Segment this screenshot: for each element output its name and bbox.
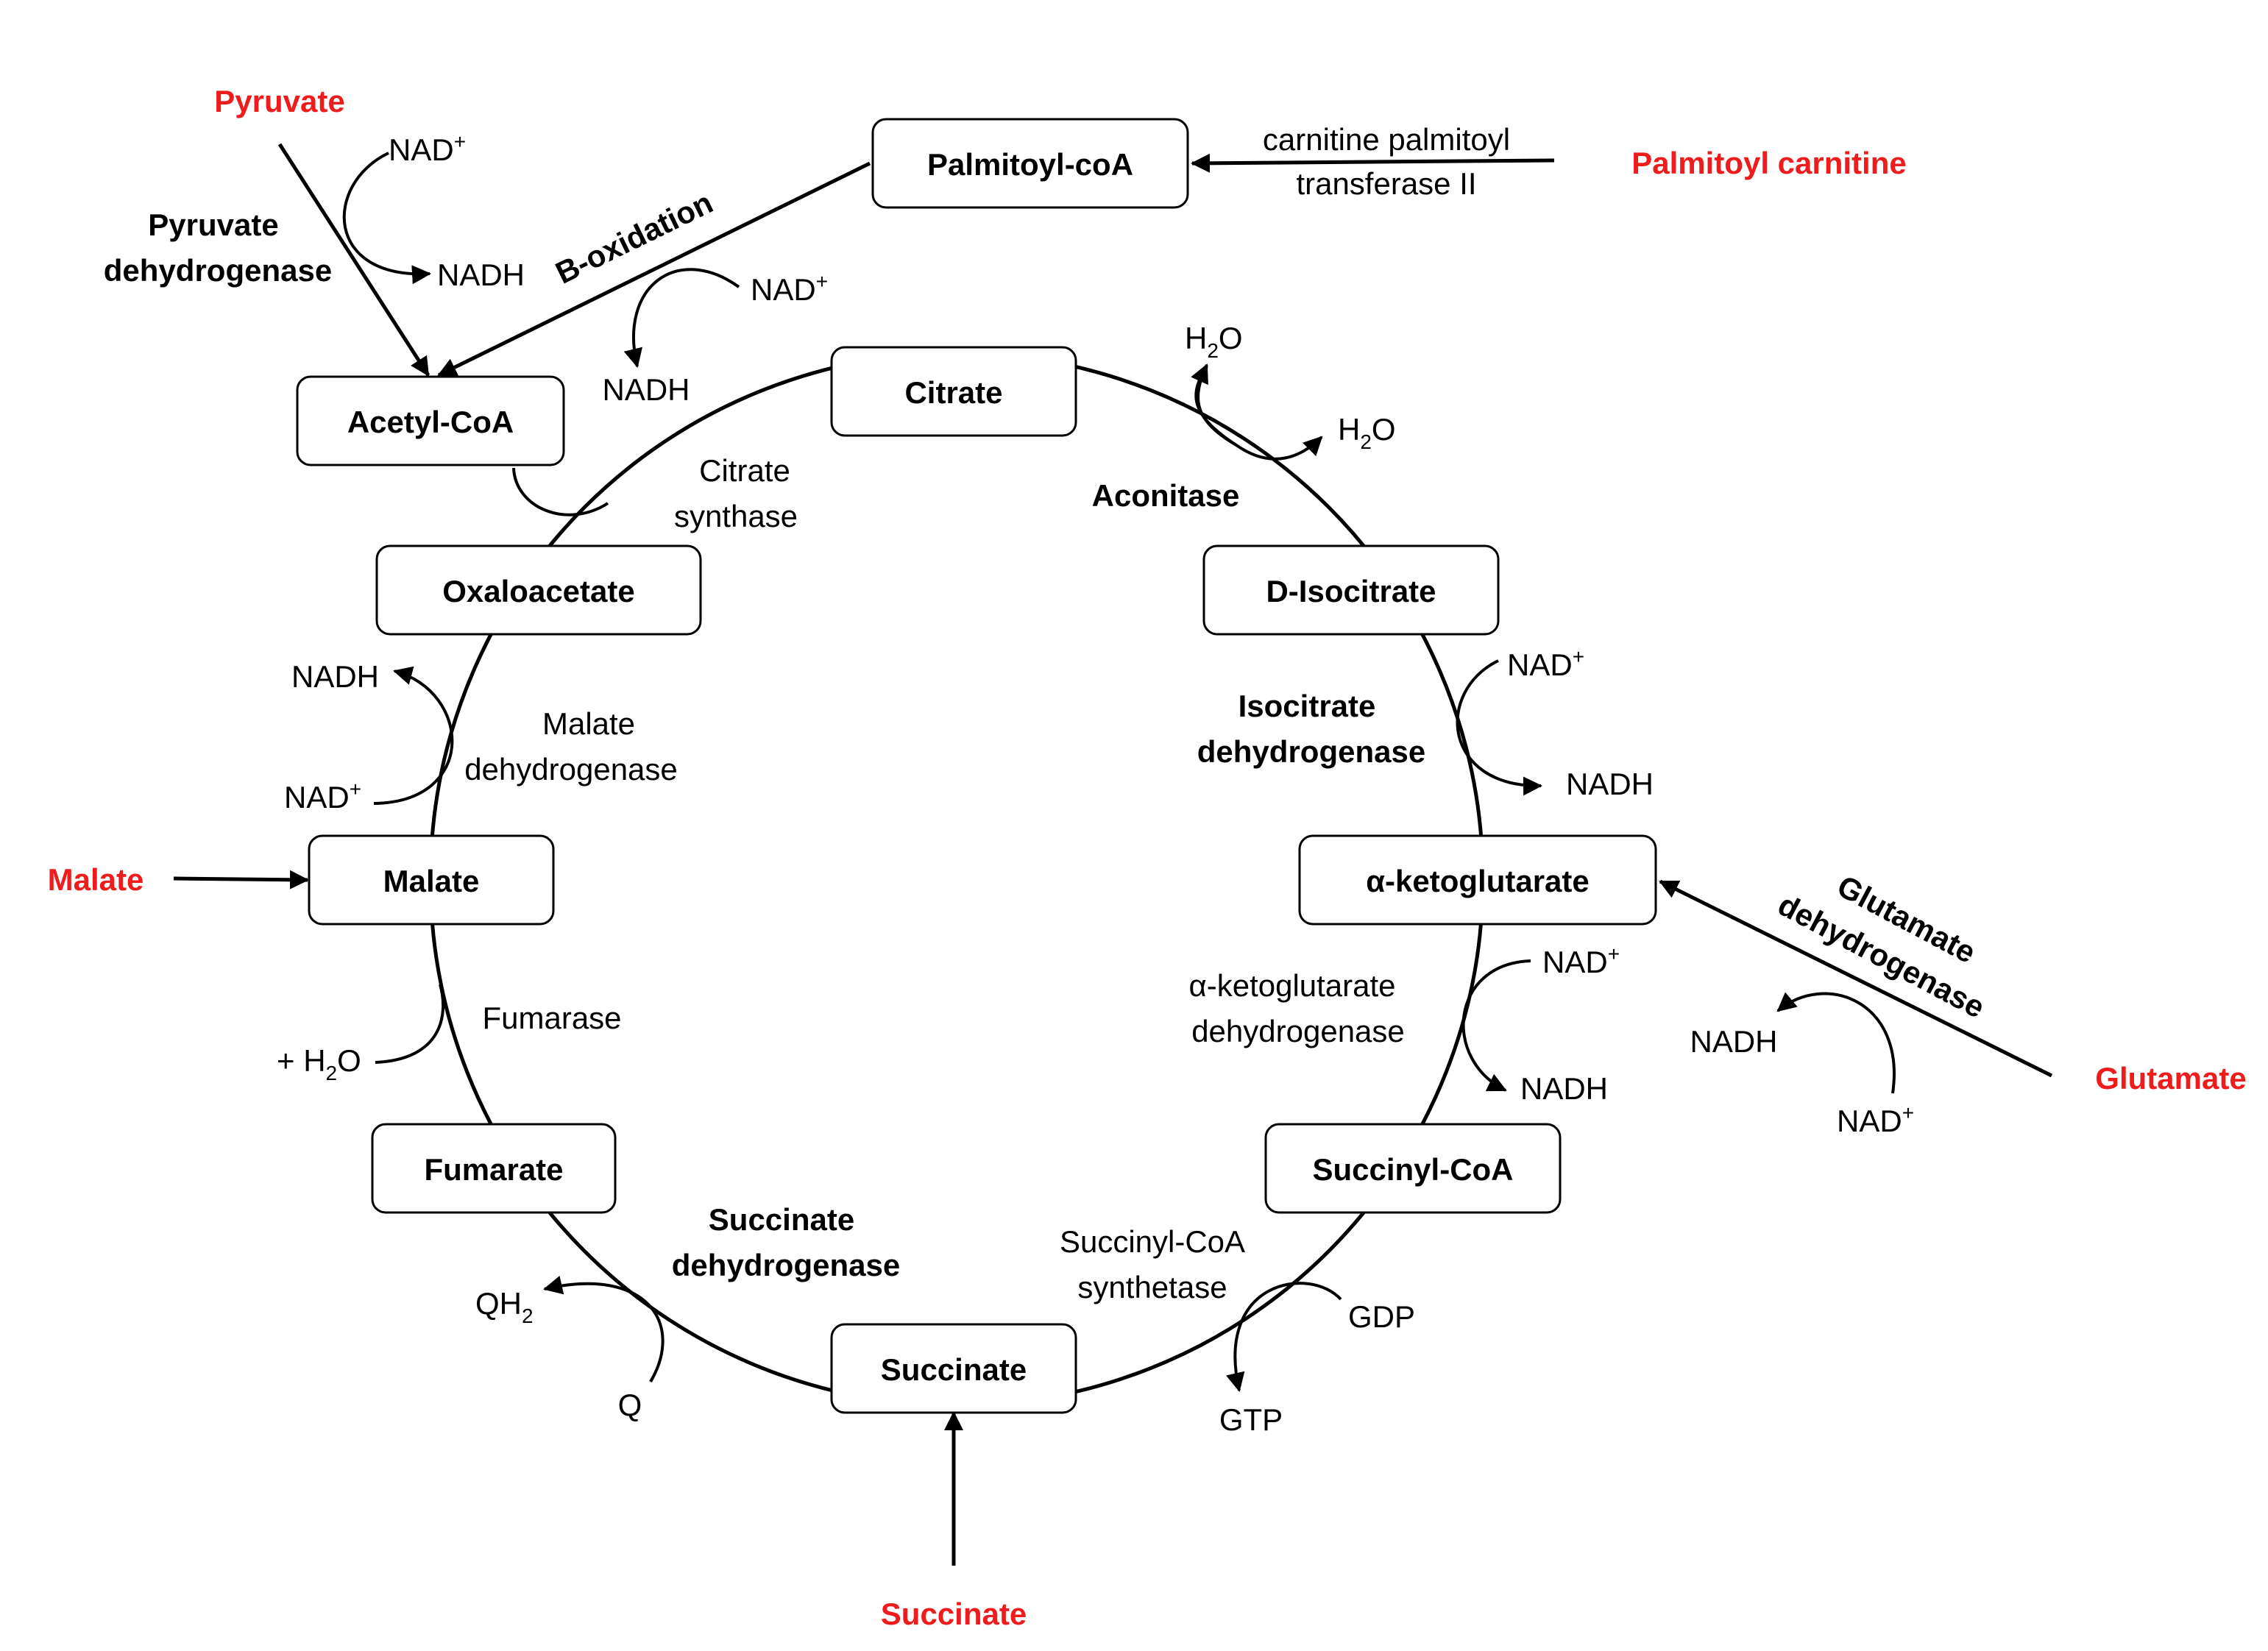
b-oxidation-label: B-oxidation [550,185,718,291]
succinate-dh-q: Q [618,1388,642,1422]
pyruvate-dh-label-line2: dehydrogenase [104,253,332,288]
malate-dh-nadh: NADH [291,659,379,694]
succinyl-coa-label: Succinyl-CoA [1312,1152,1513,1187]
akg-dh-label-line1: α-ketoglutarate [1188,968,1395,1003]
pyruvate-arrow [277,143,430,377]
fumarase-label: Fumarase [482,1001,621,1035]
glutamate-dh-nad: NAD+ [1837,1101,1914,1138]
pyruvate-dh-nadh: NADH [437,258,525,292]
succinate-box: Succinate [830,1323,1077,1414]
palmitoyl-carnitine-input-label: Palmitoyl carnitine [1631,146,1906,180]
aconitase-label: Aconitase [1092,478,1240,513]
cpt2-label-line1: carnitine palmitoyl [1263,122,1510,157]
oxaloacetate-box: Oxaloacetate [375,544,702,636]
aconitase-water-arc [1194,365,1322,461]
succinate-label: Succinate [881,1352,1027,1387]
succinyl-coa-synth-arc [1226,1282,1342,1392]
b-oxidation-nad: NAD+ [751,270,828,307]
citrate-label: Citrate [904,375,1002,410]
pyruvate-dh-label-line1: Pyruvate [148,207,278,242]
oxaloacetate-label: Oxaloacetate [442,574,634,608]
malate-dh-cofactor-arc [373,666,454,805]
malate-dh-nad: NAD+ [284,778,361,814]
succinate-dh-label-line2: dehydrogenase [672,1248,900,1282]
akg-dh-nad: NAD+ [1542,942,1620,979]
akg-dh-nadh: NADH [1520,1071,1608,1106]
succinyl-coa-synth-label-line2: synthetase [1077,1270,1227,1304]
acetyl-coa-box: Acetyl-CoA [296,375,565,466]
palmitoyl-coa-box: Palmitoyl-coA [871,118,1189,209]
citrate-synthase-label-line1: Citrate [699,453,790,488]
b-oxidation-cofactor-arc [623,268,740,368]
b-oxidation-arrow [437,161,871,377]
alpha-ketoglutarate-label: α-ketoglutarate [1366,864,1590,898]
malate-dh-label-line1: Malate [542,706,635,741]
succinyl-coa-synth-label-line1: Succinyl-CoA [1060,1224,1245,1259]
cpt2-arrow [1191,153,1555,173]
glutamate-dh-cofactor-arc [1776,992,1896,1094]
aconitase-water-top: H2O [1185,321,1243,362]
succinyl-coa-synth-gtp: GTP [1219,1402,1283,1437]
d-isocitrate-box: D-Isocitrate [1202,544,1500,636]
glutamate-input-label: Glutamate [2095,1061,2246,1096]
isocitrate-dh-label-line2: dehydrogenase [1197,734,1425,769]
isocitrate-dh-cofactor-arc [1456,659,1542,796]
d-isocitrate-label: D-Isocitrate [1266,574,1436,608]
malate-box: Malate [308,834,555,926]
isocitrate-dh-label-line1: Isocitrate [1238,689,1376,723]
citrate-synthase-label-line2: synthase [674,499,798,533]
alpha-ketoglutarate-box: α-ketoglutarate [1298,834,1657,926]
citrate-synthase-arc [512,467,609,516]
malate-label: Malate [383,864,480,898]
succinate-dh-cofactor-arc [543,1275,665,1383]
aconitase-water-right: H2O [1338,412,1396,453]
isocitrate-dh-nadh: NADH [1566,767,1654,801]
succinate-dh-qh2: QH2 [475,1286,534,1327]
succinate-dh-label-line1: Succinate [709,1202,854,1237]
aconitase-water-arc-2 [1191,363,1238,447]
succinyl-coa-box: Succinyl-CoA [1264,1123,1562,1214]
pyruvate-input-label: Pyruvate [214,84,344,118]
acetyl-coa-label: Acetyl-CoA [347,405,514,439]
malate-input-arrow [173,870,309,890]
b-oxidation-nadh: NADH [602,372,690,407]
pyruvate-dh-nad: NAD+ [389,130,466,167]
fumarate-label: Fumarate [424,1152,563,1187]
malate-dh-label-line2: dehydrogenase [464,752,678,787]
fumarate-box: Fumarate [371,1123,617,1214]
akg-dh-cofactor-arc [1461,959,1531,1092]
akg-dh-label-line2: dehydrogenase [1191,1014,1405,1048]
glutamate-dh-nadh: NADH [1690,1024,1777,1059]
citrate-box: Citrate [830,346,1077,437]
succinyl-coa-synth-gdp: GDP [1348,1299,1415,1334]
fumarase-water-arc [375,984,445,1064]
malate-input-label: Malate [48,862,144,897]
cpt2-label-line2: transferase II [1296,166,1476,201]
succinate-input-label: Succinate [881,1597,1027,1631]
isocitrate-dh-nad: NAD+ [1507,645,1584,682]
pyruvate-dh-cofactor-arc [342,152,431,285]
palmitoyl-coa-label: Palmitoyl-coA [927,147,1133,182]
glutamate-arrow [1659,879,2053,1078]
fumarase-water: + H2O [277,1043,361,1084]
